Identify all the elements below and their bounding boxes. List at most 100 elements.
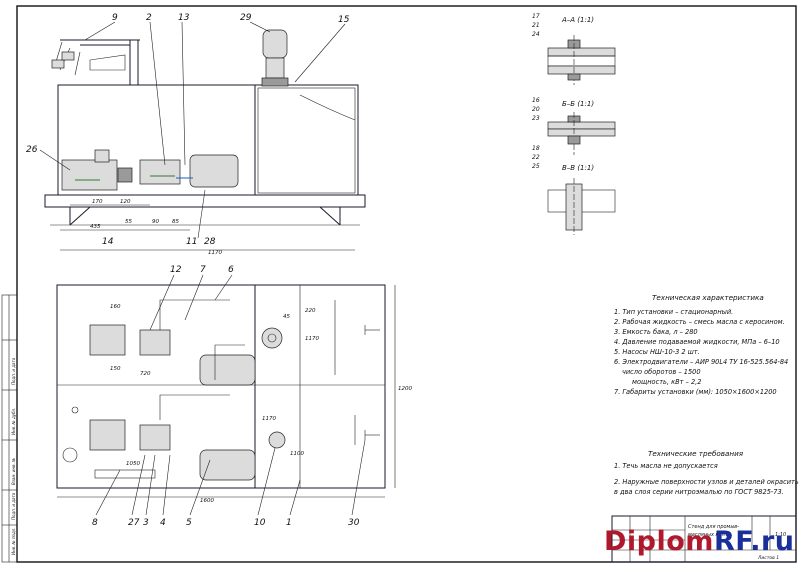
- plan-view: 160 150 720 220 1170 45 1170 1100 1050 1…: [56, 265, 412, 528]
- pump-28: [189, 154, 239, 188]
- tech-spec-item-3: 3. Емкость бака, л – 280: [614, 328, 698, 336]
- plan-pump-bottom: [199, 449, 256, 481]
- part-5: 5: [186, 518, 192, 528]
- dim-55: 55: [125, 219, 132, 225]
- part-13: 13: [178, 13, 190, 23]
- sec-c-ref3: 25: [532, 163, 540, 170]
- title-scale: 1:10: [775, 532, 786, 538]
- tech-spec-item-8: мощность, кВт – 2,2: [632, 378, 701, 386]
- plan-frame: [56, 284, 386, 489]
- oil-tank: [257, 87, 356, 194]
- sec-b-title: Б–Б (1:1): [562, 100, 594, 108]
- sec-b-ref2: 20: [532, 106, 540, 113]
- part-27: 27: [128, 518, 140, 528]
- sections: 17 21 24 А–А (1:1) 16 20 23 Б–Б (1:1) 18…: [532, 13, 616, 235]
- stamp-inv-dup: Инв. № дубл.: [11, 408, 16, 435]
- filter-top: [261, 327, 283, 349]
- tech-spec-title: Техническая характеристика: [652, 293, 764, 302]
- title-name-2: масляных конт...: [688, 532, 733, 538]
- part-6: 6: [228, 265, 234, 275]
- part-4: 4: [160, 518, 166, 528]
- plan-dim-1170: 1170: [305, 336, 319, 342]
- dim-90: 90: [152, 219, 159, 225]
- leader-lines-bottom: [95, 274, 366, 516]
- part-15: 15: [338, 15, 350, 25]
- plan-dim-220: 220: [305, 308, 316, 314]
- pump-29: [262, 29, 288, 59]
- base-plate: [44, 194, 366, 208]
- stamp-inv-orig: Инв. № подл.: [11, 527, 16, 555]
- plan-dim-1050: 1050: [126, 461, 140, 467]
- watermark-main: Diplom: [604, 526, 714, 557]
- part-8: 8: [92, 518, 98, 528]
- part-14: 14: [102, 237, 114, 247]
- leader-lines-top: [39, 21, 346, 239]
- dim-overall-height: 1200: [398, 386, 412, 392]
- plan-pump-top: [199, 354, 256, 386]
- sec-c-ref2: 22: [532, 154, 540, 161]
- part-3: 3: [143, 518, 149, 528]
- dim-120: 120: [120, 199, 131, 205]
- sec-b-ref3: 23: [532, 115, 540, 122]
- sec-a-ref2: 21: [532, 22, 540, 29]
- coupling-13: [139, 159, 181, 185]
- plan-dim-1170b: 1170: [262, 416, 276, 422]
- tech-req-title: Технические требования: [648, 449, 744, 458]
- title-sheet: Листов 1: [757, 555, 779, 561]
- dim-overall-width: 1600: [200, 498, 214, 504]
- dim-435: 435: [90, 224, 101, 230]
- tech-spec-item-7: число оборотов – 1500: [622, 368, 701, 376]
- sec-c-title: В–В (1:1): [562, 164, 594, 172]
- dim-1170: 1170: [208, 250, 222, 256]
- watermark-suffix: RF.ru: [713, 526, 795, 557]
- plan-dim-720: 720: [140, 371, 151, 377]
- part-26: 26: [26, 145, 38, 155]
- lever-assembly: [51, 39, 140, 85]
- side-stamp-lines: [2, 295, 17, 562]
- part-1: 1: [286, 518, 292, 528]
- part-11: 11: [186, 237, 197, 247]
- side-stamp-frame: [1, 294, 18, 563]
- stamp-sign-1: Подп. и дата: [11, 492, 16, 520]
- motor-26: [61, 159, 118, 191]
- side-stamp-text: Инв. № подл. Подп. и дата Взам. инв. № И…: [11, 357, 16, 555]
- tech-spec-item-5: 5. Насосы НШ-10-3 2 шт.: [614, 348, 700, 356]
- tech-requirements: Технические требования 1. Течь масла не …: [614, 449, 799, 496]
- tech-spec-item-2: 2. Рабочая жидкость – смесь масла с керо…: [614, 318, 785, 326]
- title-block: Стенд для промыв- масляных конт... 1:10 …: [611, 515, 797, 563]
- part-9: 9: [112, 13, 118, 23]
- part-7: 7: [200, 265, 206, 275]
- title-name-1: Стенд для промыв-: [688, 524, 739, 530]
- tech-req-item-1: 1. Течь масла не допускается: [614, 462, 718, 470]
- sec-b-ref1: 16: [532, 97, 540, 104]
- stamp-sign-2: Подп. и дата: [11, 357, 16, 385]
- plan-dim-45: 45: [283, 314, 290, 320]
- part-2: 2: [146, 13, 152, 23]
- tech-req-item-3: в два слоя серии нитроэмалью по ГОСТ 982…: [614, 488, 784, 496]
- tech-spec-item-6: 6. Электродвигатели – АИР 90L4 ТУ 16-525…: [614, 358, 788, 366]
- part-10: 10: [254, 518, 266, 528]
- stamp-replace-inv: Взам. инв. №: [11, 458, 16, 485]
- sec-a-ref3: 24: [532, 31, 540, 38]
- front-view: 170 120 435 55 90 85 1170 9 2 13 29 15 2…: [26, 13, 366, 256]
- dim-85: 85: [172, 219, 179, 225]
- plan-dim-160: 160: [110, 304, 121, 310]
- part-29: 29: [240, 13, 252, 23]
- sec-a-ref1: 17: [532, 13, 540, 20]
- sec-a-title: А–А (1:1): [561, 16, 594, 24]
- watermark-logo: DiplomRF.ru: [604, 528, 795, 555]
- tech-spec: Техническая характеристика 1. Тип устано…: [614, 293, 788, 396]
- part-30: 30: [348, 518, 360, 528]
- plan-motor-bottom: [89, 419, 126, 451]
- tech-req-item-2: 2. Наружные поверхности узлов и деталей …: [614, 478, 799, 486]
- tech-spec-item-9: 7. Габариты установки (мм): 1050×1600×12…: [614, 388, 777, 396]
- valves-right: [334, 300, 380, 445]
- tech-spec-item-1: 1. Тип установки – стационарный.: [614, 308, 733, 316]
- plan-dim-1100: 1100: [290, 451, 304, 457]
- part-12: 12: [170, 265, 182, 275]
- sec-c-ref1: 18: [532, 145, 540, 152]
- plan-motor-top: [89, 324, 126, 356]
- filter-bottom: [268, 431, 286, 449]
- tech-spec-item-4: 4. Давление подаваемой жидкости, МПа – 6…: [614, 338, 780, 346]
